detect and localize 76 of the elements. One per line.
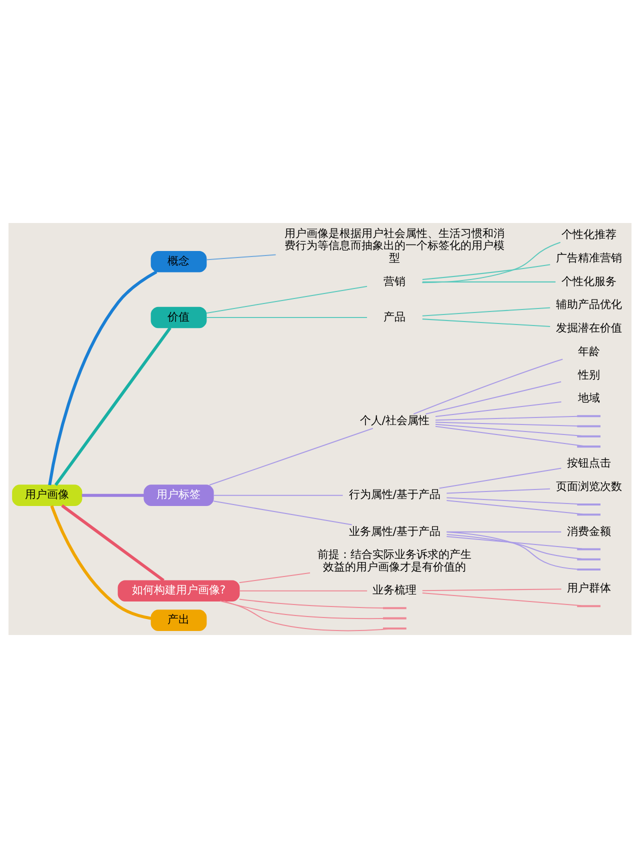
connector — [422, 588, 562, 592]
connector — [50, 505, 152, 620]
node-bar — [577, 435, 600, 438]
node-box: 产出 — [150, 610, 207, 632]
node-text: 个人/社会属性 — [360, 414, 430, 428]
connector — [436, 422, 578, 426]
node-bar — [577, 605, 600, 608]
connector — [239, 590, 368, 592]
connector — [61, 504, 164, 582]
connector — [426, 381, 562, 415]
connector — [446, 531, 578, 570]
connector — [209, 428, 374, 486]
node-text: 业务梳理 — [372, 584, 417, 597]
connector — [422, 592, 582, 606]
node-text: 个性化推荐 — [561, 228, 616, 242]
connector — [446, 536, 582, 550]
node-text: 业务属性/基于产品 — [348, 524, 441, 538]
node-text: 个性化服务 — [561, 274, 616, 288]
connector — [446, 534, 582, 560]
connector — [435, 424, 582, 436]
connector — [239, 572, 310, 584]
node-bar — [577, 548, 600, 550]
connector — [206, 254, 276, 260]
node-box: 用户标签 — [144, 484, 214, 506]
connector — [422, 318, 550, 327]
node-bar — [577, 446, 600, 448]
node-text: 辅助产品优化 — [556, 298, 622, 312]
node-bar — [577, 415, 600, 418]
node-text: 按钮点击 — [566, 456, 611, 470]
connector — [422, 281, 556, 282]
node-text: 性别 — [578, 368, 600, 382]
node-bar — [577, 568, 600, 571]
node-text: 消费金额 — [566, 524, 611, 538]
connector — [446, 500, 583, 515]
node-text: 用户画像是根据用户社会属性、生活习惯和消费行为等信息而抽象出的一个标签化的用户模型 — [284, 227, 505, 264]
node-box: 价值 — [150, 306, 207, 328]
connector — [422, 242, 560, 284]
node-text: 行为属性/基于产品 — [348, 488, 441, 502]
connector — [422, 307, 550, 316]
connector — [48, 270, 158, 486]
node-box: 概念 — [150, 250, 207, 272]
node-text: 广告精准营销 — [556, 251, 622, 264]
connector — [206, 286, 368, 314]
node-bar — [577, 503, 600, 506]
connector — [239, 598, 384, 608]
node-text: 地域 — [578, 392, 600, 405]
connector — [435, 401, 562, 418]
node-bar — [577, 425, 600, 428]
node-bar — [577, 558, 600, 560]
connector — [439, 468, 562, 489]
connector — [436, 416, 578, 421]
connector — [446, 488, 550, 494]
connector — [214, 500, 352, 526]
connector — [446, 497, 578, 505]
connector — [214, 494, 343, 496]
connector — [223, 600, 388, 632]
node-text: 营销 — [384, 274, 406, 288]
node-text: 产品 — [384, 310, 406, 324]
node-bar — [577, 514, 600, 516]
connector — [413, 358, 563, 414]
node-text: 发掘潜在价值 — [556, 322, 622, 335]
node-bar — [383, 627, 406, 630]
node-box: 用户画像 — [12, 484, 82, 506]
node-text: 用户群体 — [566, 582, 611, 595]
connector — [220, 600, 384, 620]
node-bar — [383, 607, 406, 610]
connector — [422, 264, 550, 280]
node-bar — [383, 617, 406, 620]
connector — [54, 326, 172, 486]
connector — [82, 494, 144, 497]
connector — [435, 426, 584, 447]
node-text: 前提：结合实际业务诉求的产生效益的用户画像才是有价值的 — [318, 548, 472, 574]
connector — [206, 317, 368, 318]
node-text: 年龄 — [578, 344, 600, 358]
node-box: 如何构建用户画像? — [118, 580, 240, 602]
node-text: 页面浏览次数 — [556, 480, 622, 494]
